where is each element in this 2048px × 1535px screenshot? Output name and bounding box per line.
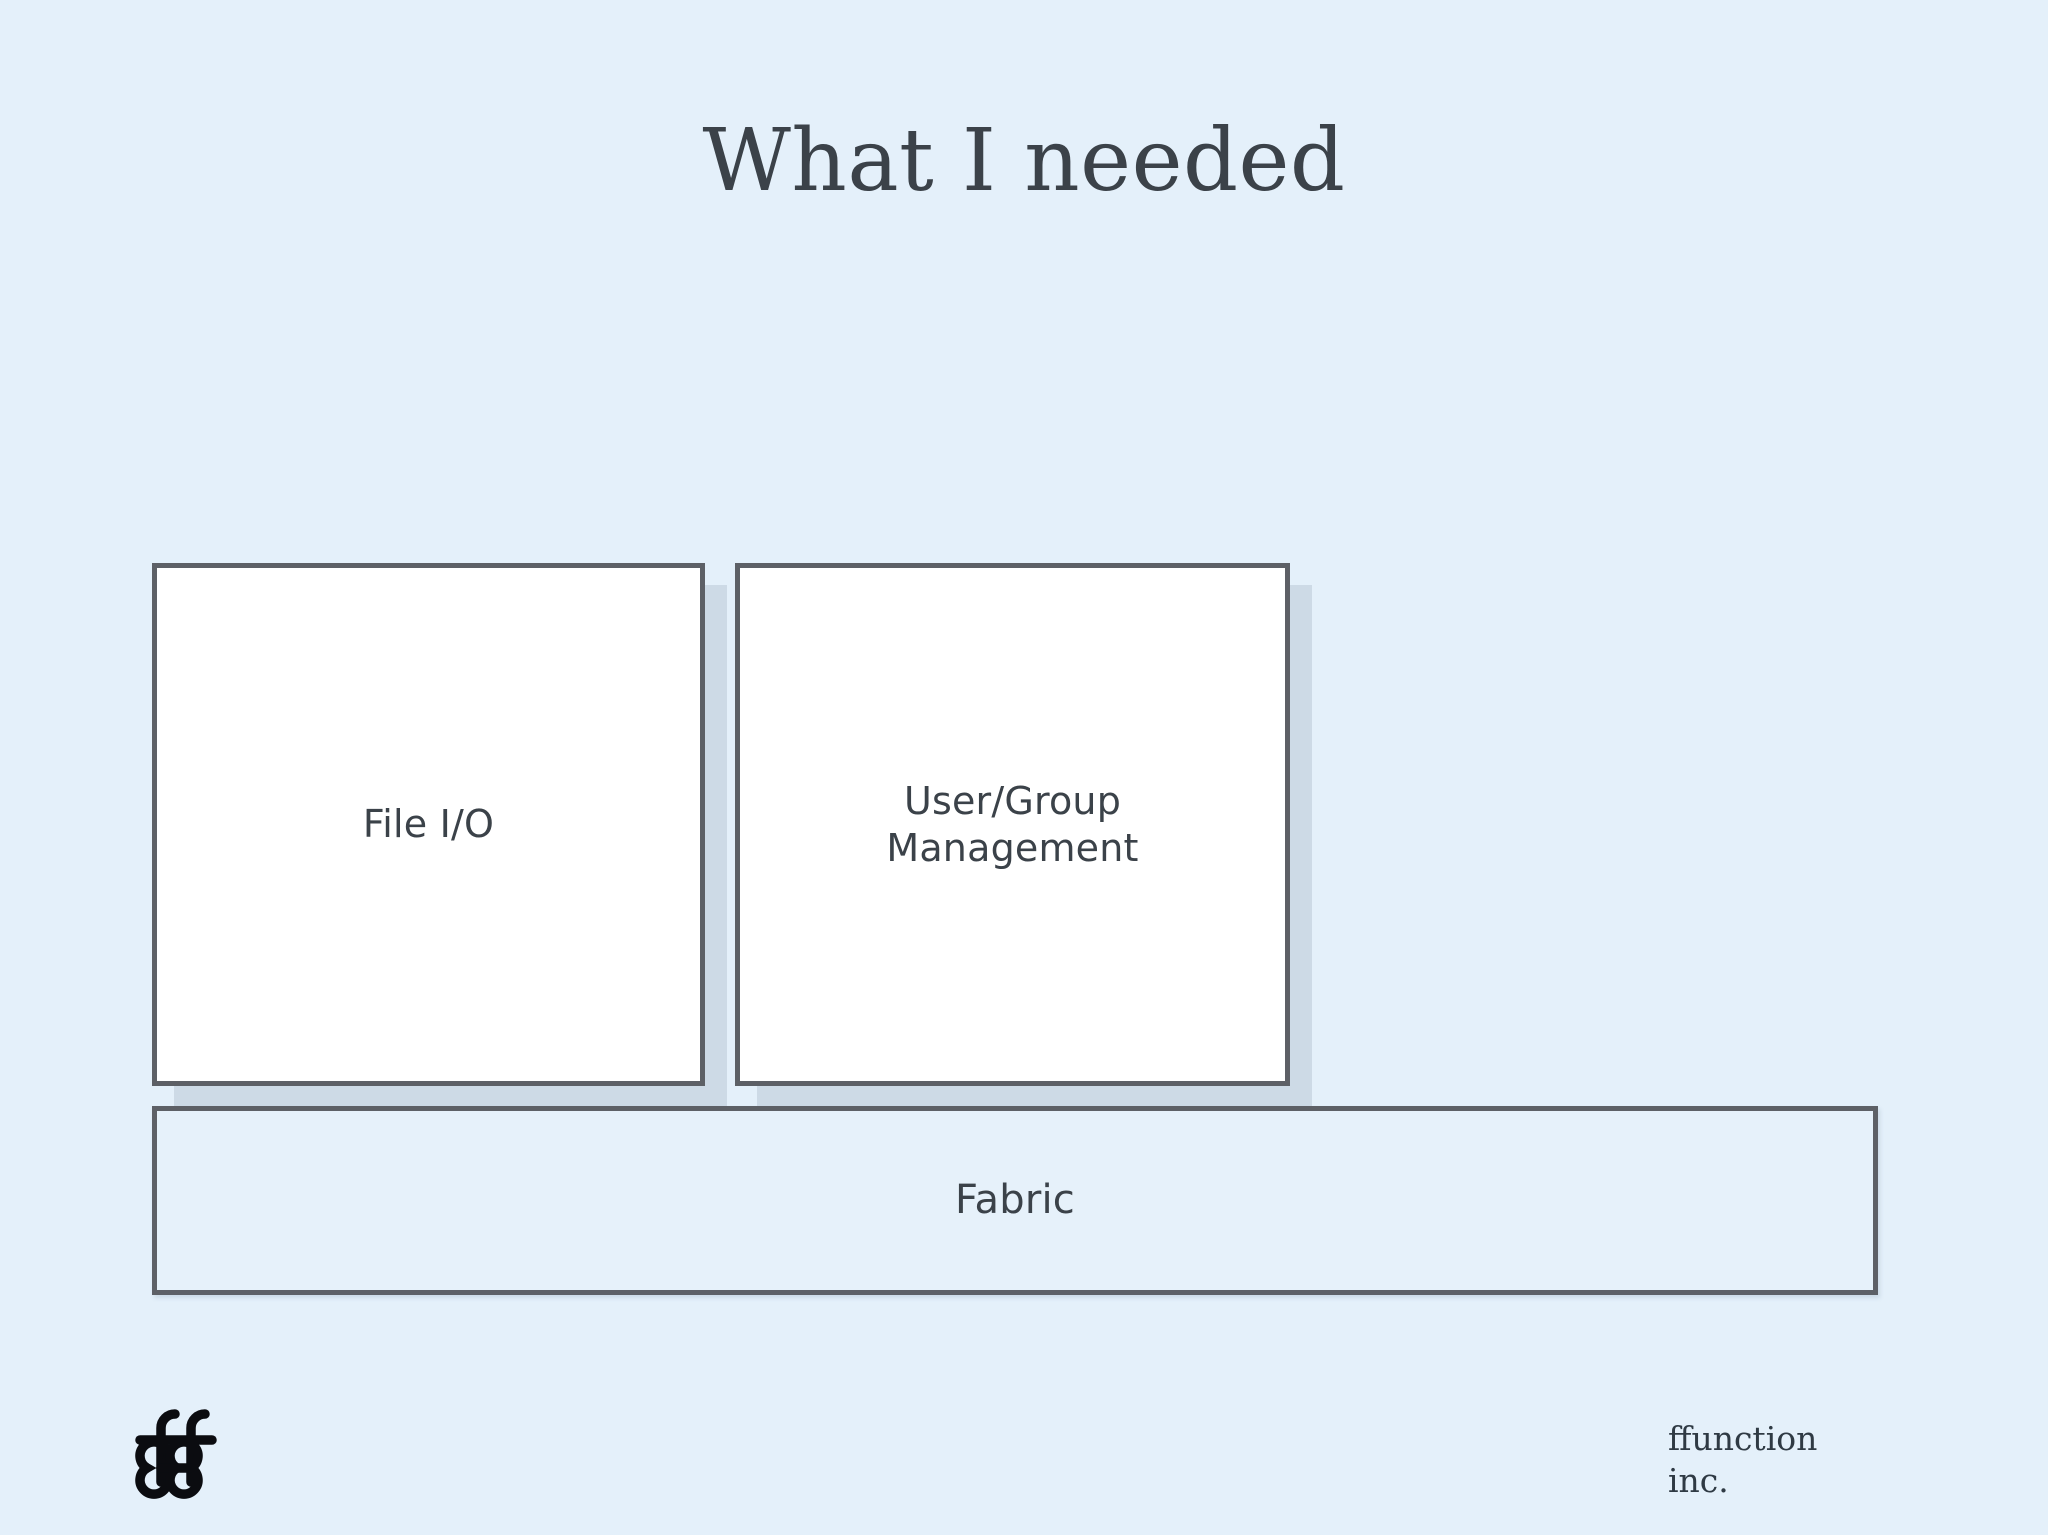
layer-label-file-io: File I/O [362,802,495,847]
layer-label-fabric: Fabric [955,1177,1075,1224]
page-title: What I needed [702,111,1346,211]
layer-box-fabric[interactable]: Fabric [152,1106,1878,1295]
layer-box-user-group-management[interactable]: User/Group Management [735,563,1290,1086]
footer-credit-line-2: inc. [1668,1460,1729,1500]
layer-box-file-io[interactable]: File I/O [152,563,705,1086]
footer-credit: ffunction inc. [1668,1418,1928,1501]
ffunction-monogram-icon [128,1398,224,1502]
layer-label-user-group-management: User/Group Management [886,779,1139,870]
footer-credit-line-1: ffunction [1668,1419,1818,1458]
